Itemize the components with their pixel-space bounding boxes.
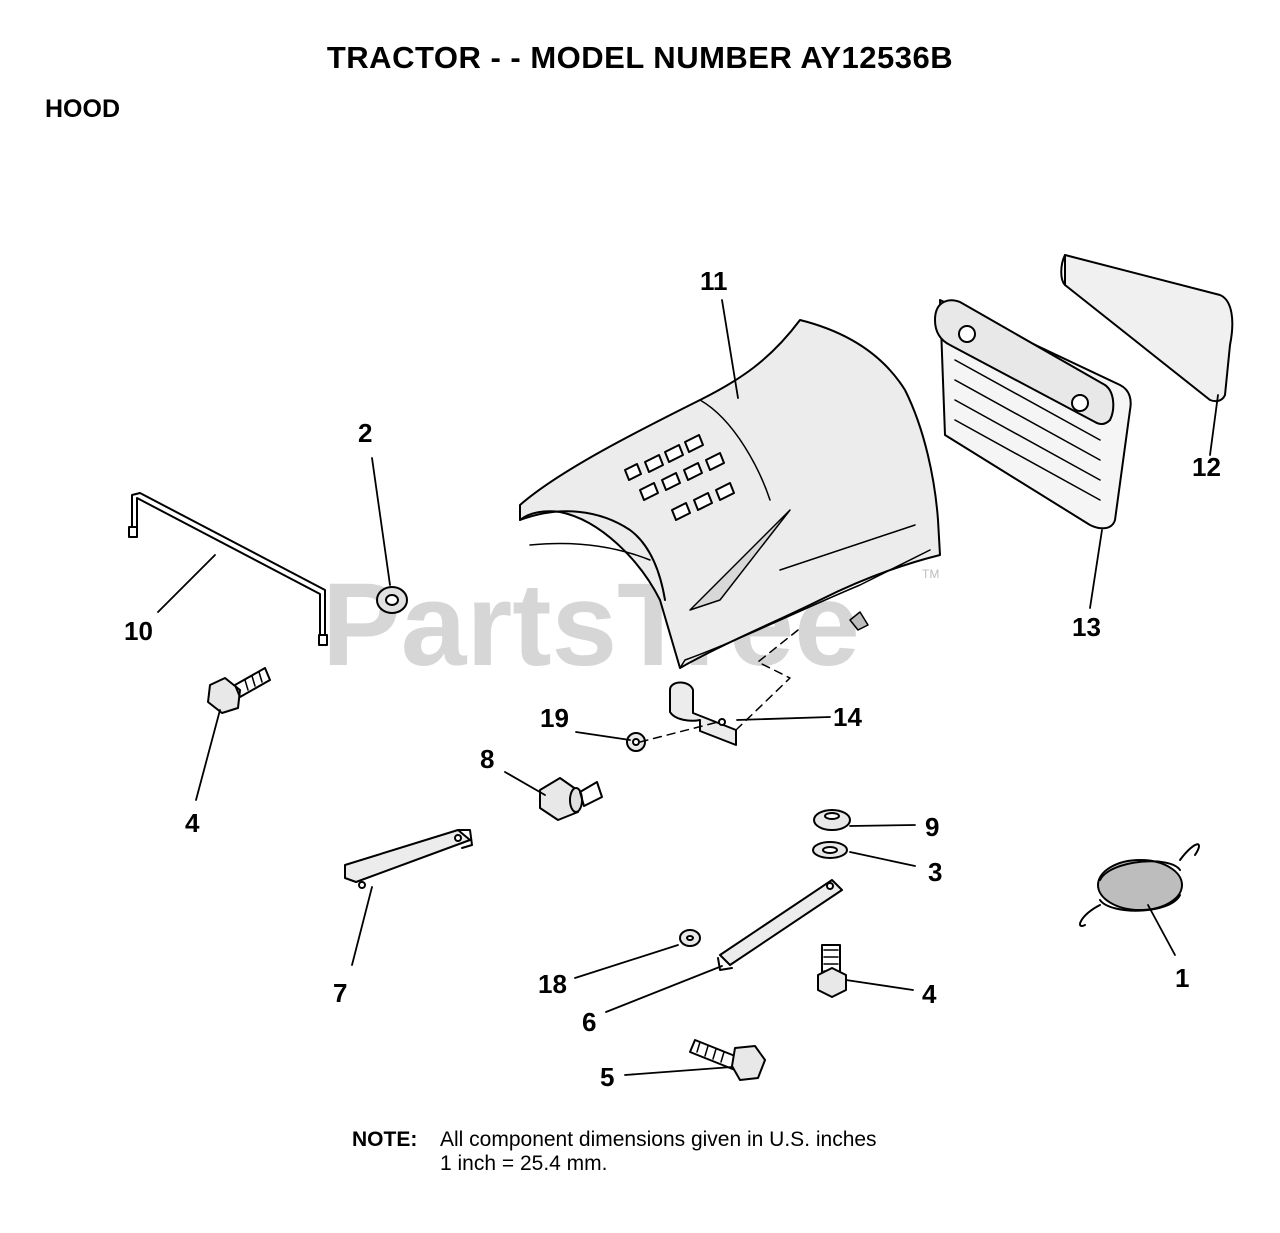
callout-18: 18 — [538, 969, 567, 999]
note-line-1: All component dimensions given in U.S. i… — [440, 1128, 877, 1151]
callout-4-left: 4 — [185, 808, 200, 838]
bolt-part-5 — [689, 1039, 766, 1081]
section-heading: HOOD — [45, 95, 120, 123]
callout-labels: 11 2 12 13 10 4 19 14 8 9 3 7 18 6 4 1 5 — [124, 266, 1221, 1092]
note-line-2: 1 inch = 25.4 mm. — [440, 1152, 608, 1175]
washer-part-18 — [679, 929, 701, 947]
washer-part-3 — [812, 841, 848, 859]
grille-part — [934, 299, 1132, 530]
note-body: All component dimensions given in U.S. i… — [440, 1128, 877, 1176]
link-part-7 — [344, 829, 473, 889]
lock-washer-part — [626, 732, 646, 752]
callout-12: 12 — [1192, 452, 1221, 482]
bolt-part-right — [817, 944, 847, 998]
grille-cap-part — [1060, 254, 1234, 403]
callout-2: 2 — [358, 418, 372, 448]
callout-13: 13 — [1072, 612, 1101, 642]
note-label: NOTE: — [352, 1128, 418, 1151]
callout-11: 11 — [700, 266, 728, 296]
flange-bolt-part — [539, 777, 603, 821]
callout-14: 14 — [833, 702, 862, 732]
nut-part — [376, 586, 408, 614]
watermark-tm: TM — [922, 567, 939, 581]
callout-1: 1 — [1175, 963, 1189, 993]
callout-19: 19 — [540, 703, 569, 733]
callout-4-right: 4 — [922, 979, 937, 1009]
hood-rod-part — [128, 492, 328, 646]
callout-5: 5 — [600, 1062, 614, 1092]
callout-7: 7 — [333, 978, 347, 1008]
callout-9: 9 — [925, 812, 939, 842]
bolt-part-left — [207, 667, 271, 714]
nut-part-9 — [813, 809, 851, 831]
callout-8: 8 — [480, 744, 494, 774]
hood-bracket-part — [669, 681, 737, 746]
callout-10: 10 — [124, 616, 153, 646]
link-part-6 — [717, 879, 843, 971]
page-title: TRACTOR - - MODEL NUMBER AY12536B — [326, 40, 954, 75]
hood-part — [519, 319, 941, 669]
callout-3: 3 — [928, 857, 942, 887]
callout-6: 6 — [582, 1007, 596, 1037]
spring-part — [1079, 843, 1200, 927]
dimension-note: NOTE: All component dimensions given in U… — [352, 1128, 877, 1176]
